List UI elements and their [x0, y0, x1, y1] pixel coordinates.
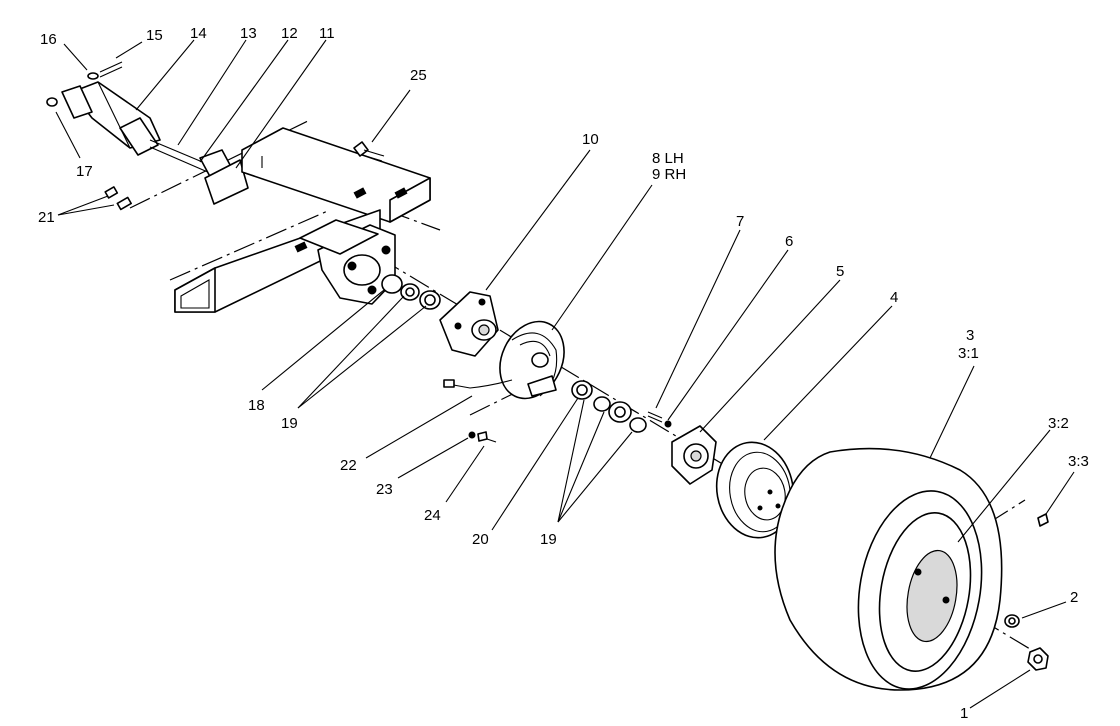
callout-22: 22 — [340, 457, 357, 474]
callout-13: 13 — [240, 25, 257, 42]
callout-17: 17 — [76, 163, 93, 180]
callout-14: 14 — [190, 25, 207, 42]
callout-19-outer: 19 — [540, 531, 557, 548]
callout-11: 11 — [319, 25, 335, 42]
callout-1: 1 — [960, 705, 968, 722]
brake-drum — [715, 441, 795, 539]
callout-25: 25 — [410, 67, 427, 84]
callout-23: 23 — [376, 481, 393, 498]
valve-stem — [1037, 513, 1049, 527]
callout-10: 10 — [582, 131, 599, 148]
brake-mounting-flange — [439, 291, 499, 357]
drive-shaft-assembly — [46, 61, 249, 205]
callout-18: 18 — [248, 397, 265, 414]
callout-4: 4 — [890, 289, 898, 306]
callout-5: 5 — [836, 263, 844, 280]
callout-19-inner: 19 — [281, 415, 298, 432]
callout-16: 16 — [40, 31, 57, 48]
callout-3-1: 3:1 — [958, 345, 979, 362]
axle-mount-bracket — [299, 219, 396, 305]
bearing-set-inner — [381, 274, 441, 310]
wheel-studs — [647, 411, 672, 428]
frame-tube-upper — [241, 127, 431, 223]
callout-8-lh: 8 LH — [652, 150, 684, 167]
callout-9-rh: 9 RH — [652, 166, 686, 183]
callout-21: 21 — [38, 209, 55, 226]
lug-nut — [1004, 614, 1020, 628]
brake-screws — [468, 431, 497, 443]
wheel-hub — [671, 425, 717, 485]
brake-backing-plate — [499, 320, 565, 400]
callout-2: 2 — [1070, 589, 1078, 606]
hub-nut — [1027, 647, 1049, 671]
brake-cable — [443, 379, 513, 389]
callout-6: 6 — [785, 233, 793, 250]
leader-lines — [55, 39, 1075, 709]
callout-15: 15 — [146, 27, 163, 44]
tire-and-wheel — [774, 447, 1003, 691]
callout-3-2: 3:2 — [1048, 415, 1069, 432]
callout-labels: 16 15 14 13 12 11 17 21 25 10 8 LH 9 RH … — [38, 25, 1089, 722]
callout-24: 24 — [424, 507, 441, 524]
callout-7: 7 — [736, 213, 744, 230]
callout-20: 20 — [472, 531, 489, 548]
callout-12: 12 — [281, 25, 298, 42]
bolt-25 — [353, 141, 385, 162]
clips-21 — [104, 186, 132, 211]
callout-3: 3 — [966, 327, 974, 344]
bearing-set-outer — [571, 380, 647, 433]
callout-3-3: 3:3 — [1068, 453, 1089, 470]
